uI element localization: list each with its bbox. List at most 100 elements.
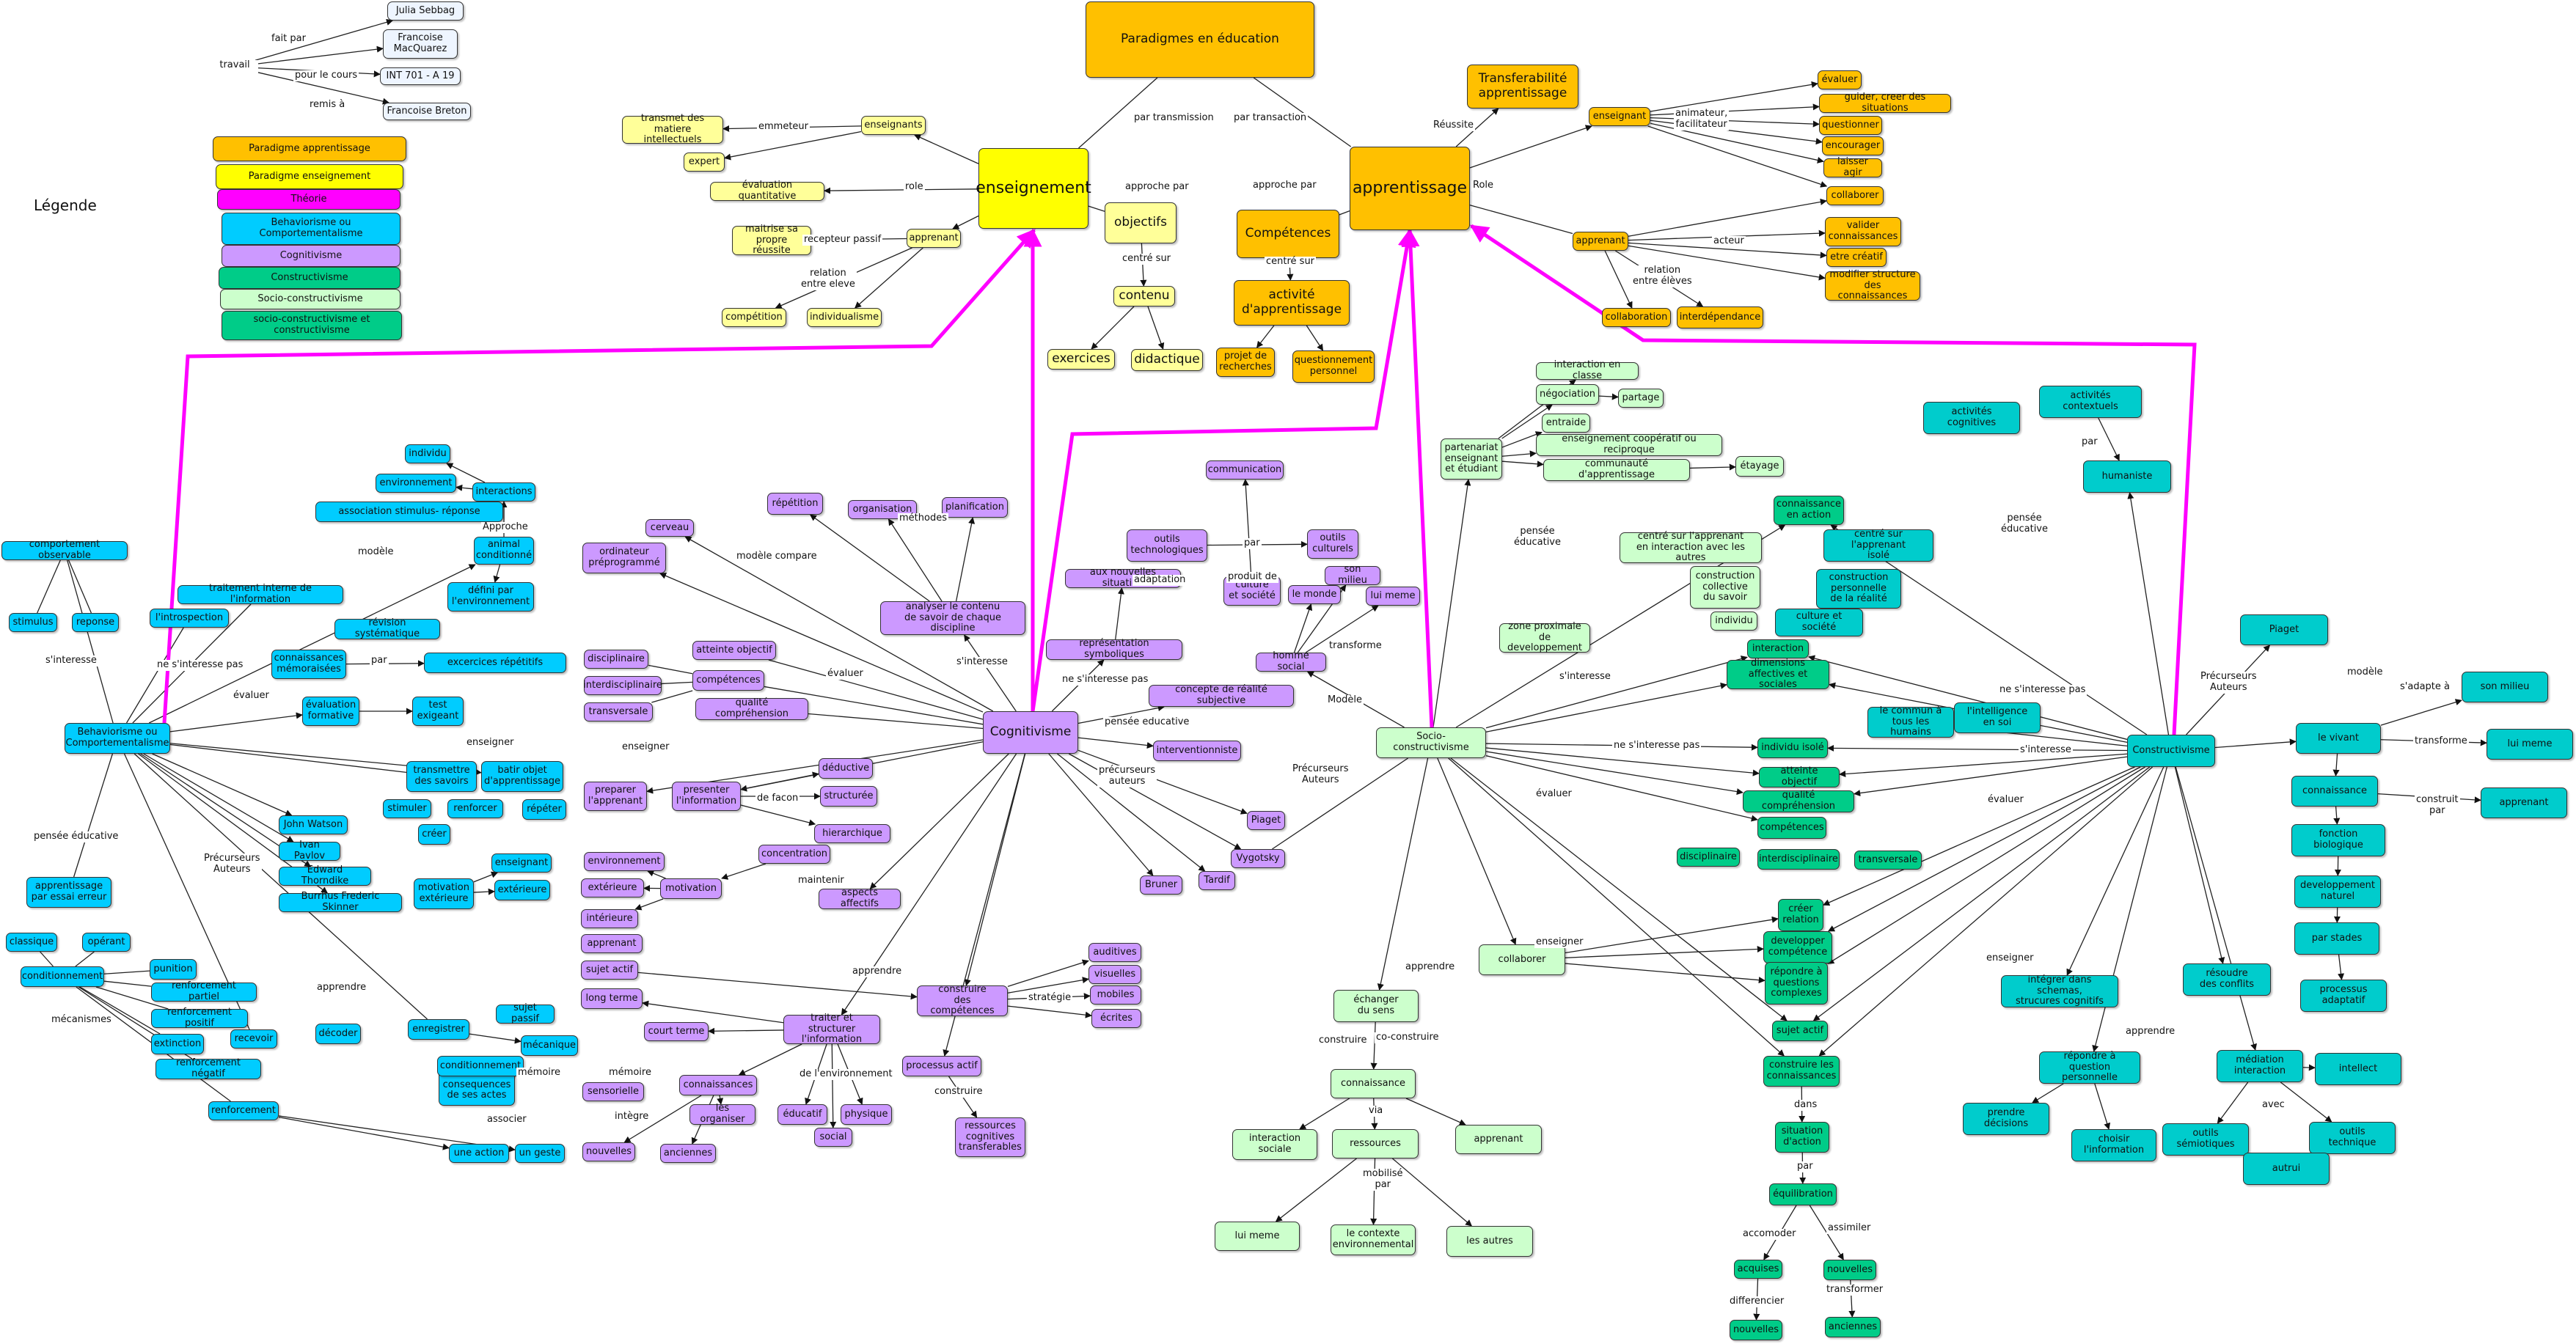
edge-m-travail-m-teacher <box>255 71 389 105</box>
edge-cog-construire-cog-visuelles <box>1007 977 1089 994</box>
edge-ens-objectifs-ens-contenu <box>1140 243 1147 287</box>
l-produit-de: produit de <box>1226 571 1278 583</box>
edge-beh-conditionnement-beh-classique <box>40 951 54 967</box>
cons-intelligence: l'intelligence en soi <box>1954 702 2041 733</box>
cog-bruner: Bruner <box>1140 875 1182 895</box>
edge-soc-connaissance-soc-interaction <box>1299 1098 1350 1130</box>
soc-collaborer: collaborer <box>1479 944 1565 975</box>
soc-etayage: étayage <box>1735 456 1784 477</box>
app-apprenant: apprenant <box>1573 232 1628 251</box>
theory-link-socio <box>1401 228 1434 728</box>
both-interdisciplinaire: interdisciplinaire <box>1757 849 1840 870</box>
beh-main: Behaviorisme ou Comportementalisme <box>65 723 170 754</box>
cog-tardif: Tardif <box>1199 871 1235 890</box>
edge-app-activite-app-questionnement <box>1306 325 1324 351</box>
l-par-cons: par <box>2080 436 2099 448</box>
edge-cons-mediation-cons-outils-sem <box>2217 1082 2249 1124</box>
beh-renf-positif: renforcement positif <box>151 1007 248 1029</box>
both-disciplinaire: disciplinaire <box>1677 848 1740 867</box>
ens-exercices: exercices <box>1047 349 1115 370</box>
edge-cog-main-cog-ordinateur <box>659 573 984 713</box>
edge-cog-sujet-cog-construire <box>637 972 918 1000</box>
edge-soc-partenariat-soc-communaute <box>1501 460 1544 468</box>
l-adaptation: adaptation <box>1133 574 1188 586</box>
beh-individu: individu <box>405 444 450 463</box>
edge-cog-competences-cog-interdisciplinaire <box>661 681 693 685</box>
both-construire: construire les connaissances <box>1763 1056 1840 1087</box>
l-sint-cons: s'interesse <box>2019 744 2073 756</box>
cons-stades: par stades <box>2294 922 2379 955</box>
app-etre: etre créatif <box>1826 248 1887 267</box>
cons-connaissance: connaissance <box>2291 776 2378 807</box>
l-via: via <box>1367 1105 1385 1117</box>
m-author2: Francoise MacQuarez <box>383 29 458 59</box>
edge-soc-negociation-soc-partage <box>1598 393 1619 400</box>
ens-maitrise: maitrise sa propre réussite <box>732 224 811 256</box>
edge-cog-presenter-cog-deductive <box>740 771 819 790</box>
lg3: Behaviorisme ou Comportementalisme <box>222 213 400 245</box>
l-avec: avec <box>2261 1099 2286 1111</box>
edge-enseignement-ens-eval <box>824 187 979 194</box>
cons-commun: le commun à tous les humains <box>1867 705 1954 738</box>
edge-soc-main-cog-vygotsky <box>1272 757 1408 850</box>
cons-milieu: son milieu <box>2462 672 2548 702</box>
edge-cog-connaissances-cog-organiser <box>717 1095 724 1105</box>
cog-sensorielle: sensorielle <box>582 1082 644 1101</box>
edge-beh-conditionnement-beh-punition <box>103 970 150 974</box>
l-emmeteur: emmeteur <box>757 121 811 133</box>
cog-presenter: presenter l'information <box>672 782 741 811</box>
edge-soc-collaborer-both-creer <box>1565 916 1779 954</box>
app-evaluer: évaluer <box>1818 70 1862 89</box>
cons-humaniste: humaniste <box>2083 460 2171 493</box>
soc-interaction: interaction sociale <box>1232 1129 1317 1160</box>
edge-cog-presenter-cog-hierarchique <box>740 804 816 826</box>
soc-communaute: communauté d'apprentissage <box>1543 458 1690 481</box>
both-repondre: répondre à questions complexes <box>1765 962 1828 1005</box>
l-evaluer-soc: évaluer <box>1534 788 1573 800</box>
cons-piaget: Piaget <box>2240 614 2328 645</box>
m-travail: travail <box>211 59 258 73</box>
cog-ressources: ressources cognitives transferables <box>955 1117 1025 1157</box>
edge-cons-main-both-repondre <box>1827 766 2145 964</box>
cog-nouvelles: nouvelles <box>582 1142 635 1161</box>
edge-cons-main-cons-mediation <box>2175 766 2257 1051</box>
beh-batir: batir objet d'apprentissage <box>481 761 563 792</box>
cog-interdisciplinaire: interdisciplinaire <box>583 676 662 695</box>
both-anciennes: anciennes <box>1825 1317 1881 1337</box>
soc-lui: lui meme <box>1366 587 1420 606</box>
beh-pavlov: Ivan Pavlov <box>279 840 340 862</box>
l-assimiler: assimiler <box>1826 1222 1873 1234</box>
cog-qualite: qualité compréhension <box>695 697 808 720</box>
edge-cog-traiter-cog-court <box>708 1027 784 1035</box>
edge-cog-analyser-cog-organisation <box>888 518 943 602</box>
main-title: Paradigmes en éducation <box>1086 1 1314 78</box>
cog-main: Cognitivisme <box>983 711 1078 754</box>
soc-apprenant: apprenant <box>1455 1125 1542 1154</box>
edge-beh-conditionnement-beh-extinction <box>79 986 161 1035</box>
ens-didactique: didactique <box>1131 349 1203 371</box>
both-centre-isole: centré sur l'apprenant isolé <box>1823 529 1933 562</box>
l-relation-app: relation entre élèves <box>1631 265 1694 287</box>
edge-app-apprenant-app-modifier <box>1628 245 1826 281</box>
edge-soc-connaissance-soc-apprenant <box>1405 1098 1466 1125</box>
cog-exterieure: extérieure <box>581 878 644 897</box>
app-enseignant: enseignant <box>1589 107 1650 126</box>
ens-expert: expert <box>684 153 725 172</box>
l-apprendre-beh: apprendre <box>315 982 368 994</box>
both-atteinte: atteinte objectif <box>1759 765 1840 787</box>
app-projet: projet de recherches <box>1216 348 1275 377</box>
cog-deductive: déductive <box>819 758 873 779</box>
app-competences: Compétences <box>1237 210 1339 258</box>
l-modele-soc: Modèle <box>1326 694 1364 706</box>
l-pensee-cons: pensée éducative <box>1999 513 2050 535</box>
edge-cog-main-cog-piaget <box>1077 749 1248 815</box>
ens-enseignants: enseignants <box>861 116 926 135</box>
l-strategie: stratégie <box>1027 992 1073 1004</box>
cog-concentration: concentration <box>758 845 830 864</box>
beh-sujet-passif: sujet passif <box>496 1002 555 1024</box>
soc-main: Socio-constructivisme <box>1376 727 1486 758</box>
beh-stimulus: stimulus <box>9 613 57 632</box>
ens-objectifs: objectifs <box>1105 202 1177 243</box>
both-sujet: sujet actif <box>1772 1021 1828 1041</box>
both-situation: situation d'action <box>1775 1122 1829 1153</box>
